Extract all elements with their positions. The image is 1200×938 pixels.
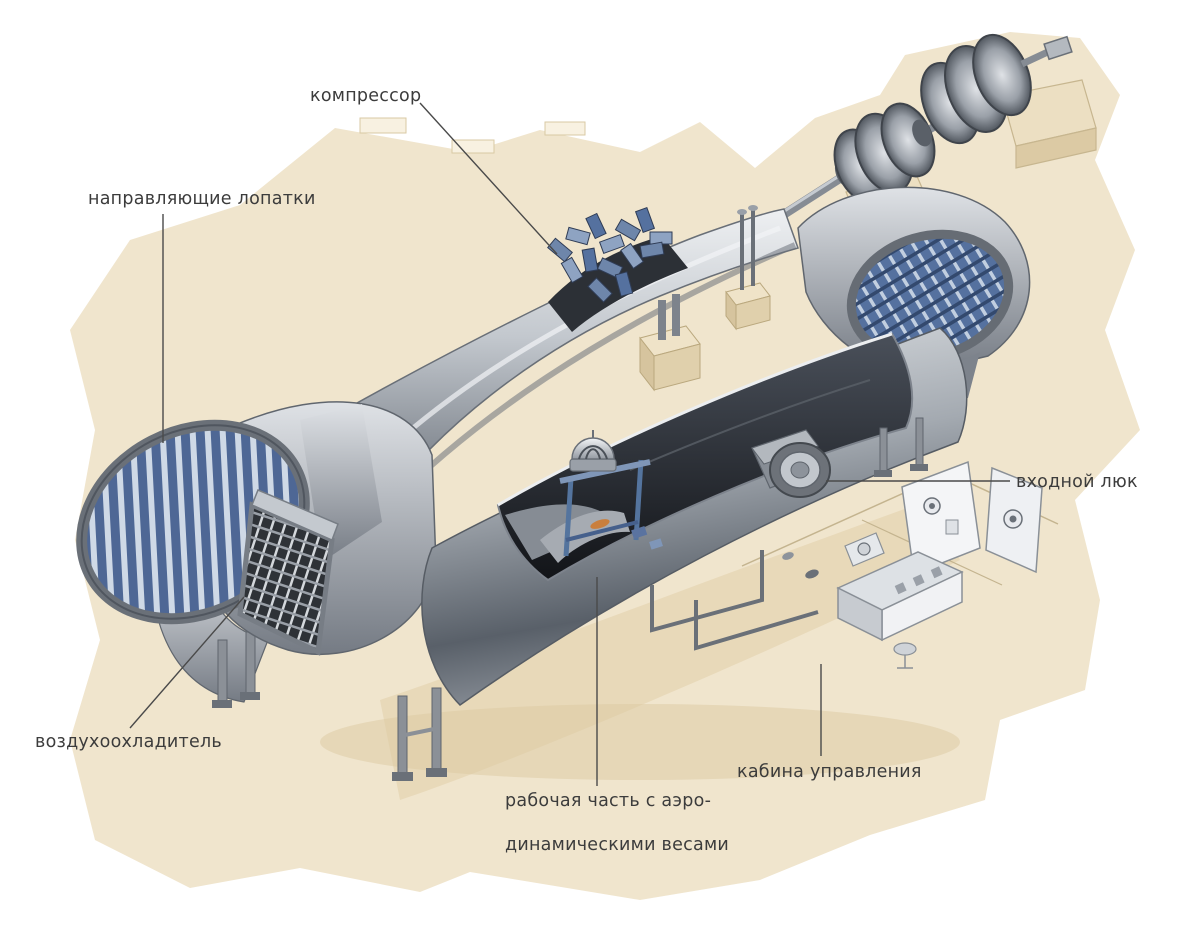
shaft-end-block: [1043, 35, 1073, 61]
balance-mechanism: [649, 538, 663, 550]
compressor-blade: [620, 242, 644, 270]
compressor-blade: [639, 241, 665, 259]
console-key: [894, 582, 907, 595]
interior-wall-line: [629, 379, 871, 471]
compressor-blade: [596, 257, 624, 279]
label-control-cabin: кабина управления: [737, 762, 922, 782]
leg-foot: [212, 700, 232, 708]
observation-dome: [569, 430, 617, 472]
duct-leg: [245, 631, 256, 695]
compressor-blade: [598, 233, 626, 255]
leader-compressor: [419, 102, 558, 255]
test-model: [590, 519, 610, 529]
support-leg: [658, 300, 666, 340]
chair-seat: [893, 642, 917, 656]
leg-foot: [392, 772, 413, 781]
leg-foot: [910, 464, 928, 471]
hatch-porthole: [790, 461, 810, 479]
label-working-section-line2: динамическими весами: [505, 834, 730, 855]
leader-lines: [129, 102, 1010, 786]
label-inlet-hatch: входной люк: [1016, 472, 1138, 492]
dome-base: [569, 458, 617, 472]
supports: [392, 205, 928, 781]
duct-leg: [217, 639, 228, 703]
compressor-blades: [547, 206, 673, 303]
support-leg: [915, 417, 924, 469]
vane-ring-inner-shadow: [80, 424, 306, 620]
label-air-cooler: воздухоохладитель: [35, 732, 223, 752]
label-guide-vanes: направляющие лопатки: [88, 189, 316, 209]
control-cabin: [741, 460, 1059, 669]
compressor-blade: [585, 212, 607, 240]
leg-foot: [240, 692, 260, 700]
wall-niche: [359, 117, 407, 134]
label-working-section-line1: рабочая часть с аэро-: [505, 791, 712, 811]
balance-frame-posts: [563, 459, 644, 557]
leg-foot: [874, 470, 892, 477]
floor-object: [782, 552, 794, 560]
air-cooler-cutaway: [237, 489, 339, 656]
concrete-block-side: [639, 336, 655, 392]
floor-object: [805, 569, 819, 579]
label-compressor: компрессор: [310, 86, 422, 106]
leg-foot: [426, 768, 447, 777]
leg-crossbar: [399, 726, 440, 738]
console-side: [837, 586, 883, 642]
compressor-blade: [614, 271, 634, 297]
wall-niche: [451, 139, 495, 154]
service-pipe: [694, 600, 819, 651]
concrete-block-side: [725, 290, 737, 331]
gauge-center: [1009, 515, 1017, 523]
inlet-hatch: [751, 429, 831, 498]
cone-highlight: [364, 225, 781, 472]
instrument-panel-left: [901, 460, 981, 576]
service-pipes: [650, 550, 819, 651]
support-leg: [672, 294, 680, 336]
test-section-duct: [320, 327, 968, 780]
wall-niche: [544, 121, 586, 136]
recorder-drum: [857, 542, 871, 556]
standpipe: [740, 208, 755, 290]
compressor-blade: [587, 277, 613, 303]
cooler-top-band: [251, 489, 339, 542]
shaft-coupling: [912, 119, 932, 147]
compressor-blade: [565, 226, 591, 246]
compressor-blade: [547, 237, 573, 263]
leader-air-cooler: [129, 596, 245, 729]
pipe-flange: [748, 205, 758, 211]
balance-frame-lower-beam: [565, 520, 639, 542]
service-pipe: [650, 550, 764, 633]
dome-window-rib: [585, 448, 601, 460]
chair-legs: [897, 655, 913, 669]
compressor-blade: [581, 247, 599, 273]
dome-window-rib: [578, 445, 608, 460]
motor-pedestal-front: [1015, 127, 1097, 169]
balance-mechanism: [631, 526, 648, 539]
compressor-blade: [634, 206, 656, 234]
compressor-blade: [560, 256, 584, 284]
label-working-section: рабочая часть с аэро- динамическими веса…: [505, 791, 730, 855]
ground-shadow: [320, 704, 960, 780]
panel-meter: [945, 519, 959, 535]
cutaway-rim-highlight: [497, 332, 893, 507]
pipe-flange: [737, 209, 747, 215]
support-leg: [879, 427, 888, 475]
console-key: [930, 566, 943, 579]
gauge-center: [929, 503, 935, 509]
console-key: [912, 574, 925, 587]
compressor-blade: [614, 218, 642, 242]
